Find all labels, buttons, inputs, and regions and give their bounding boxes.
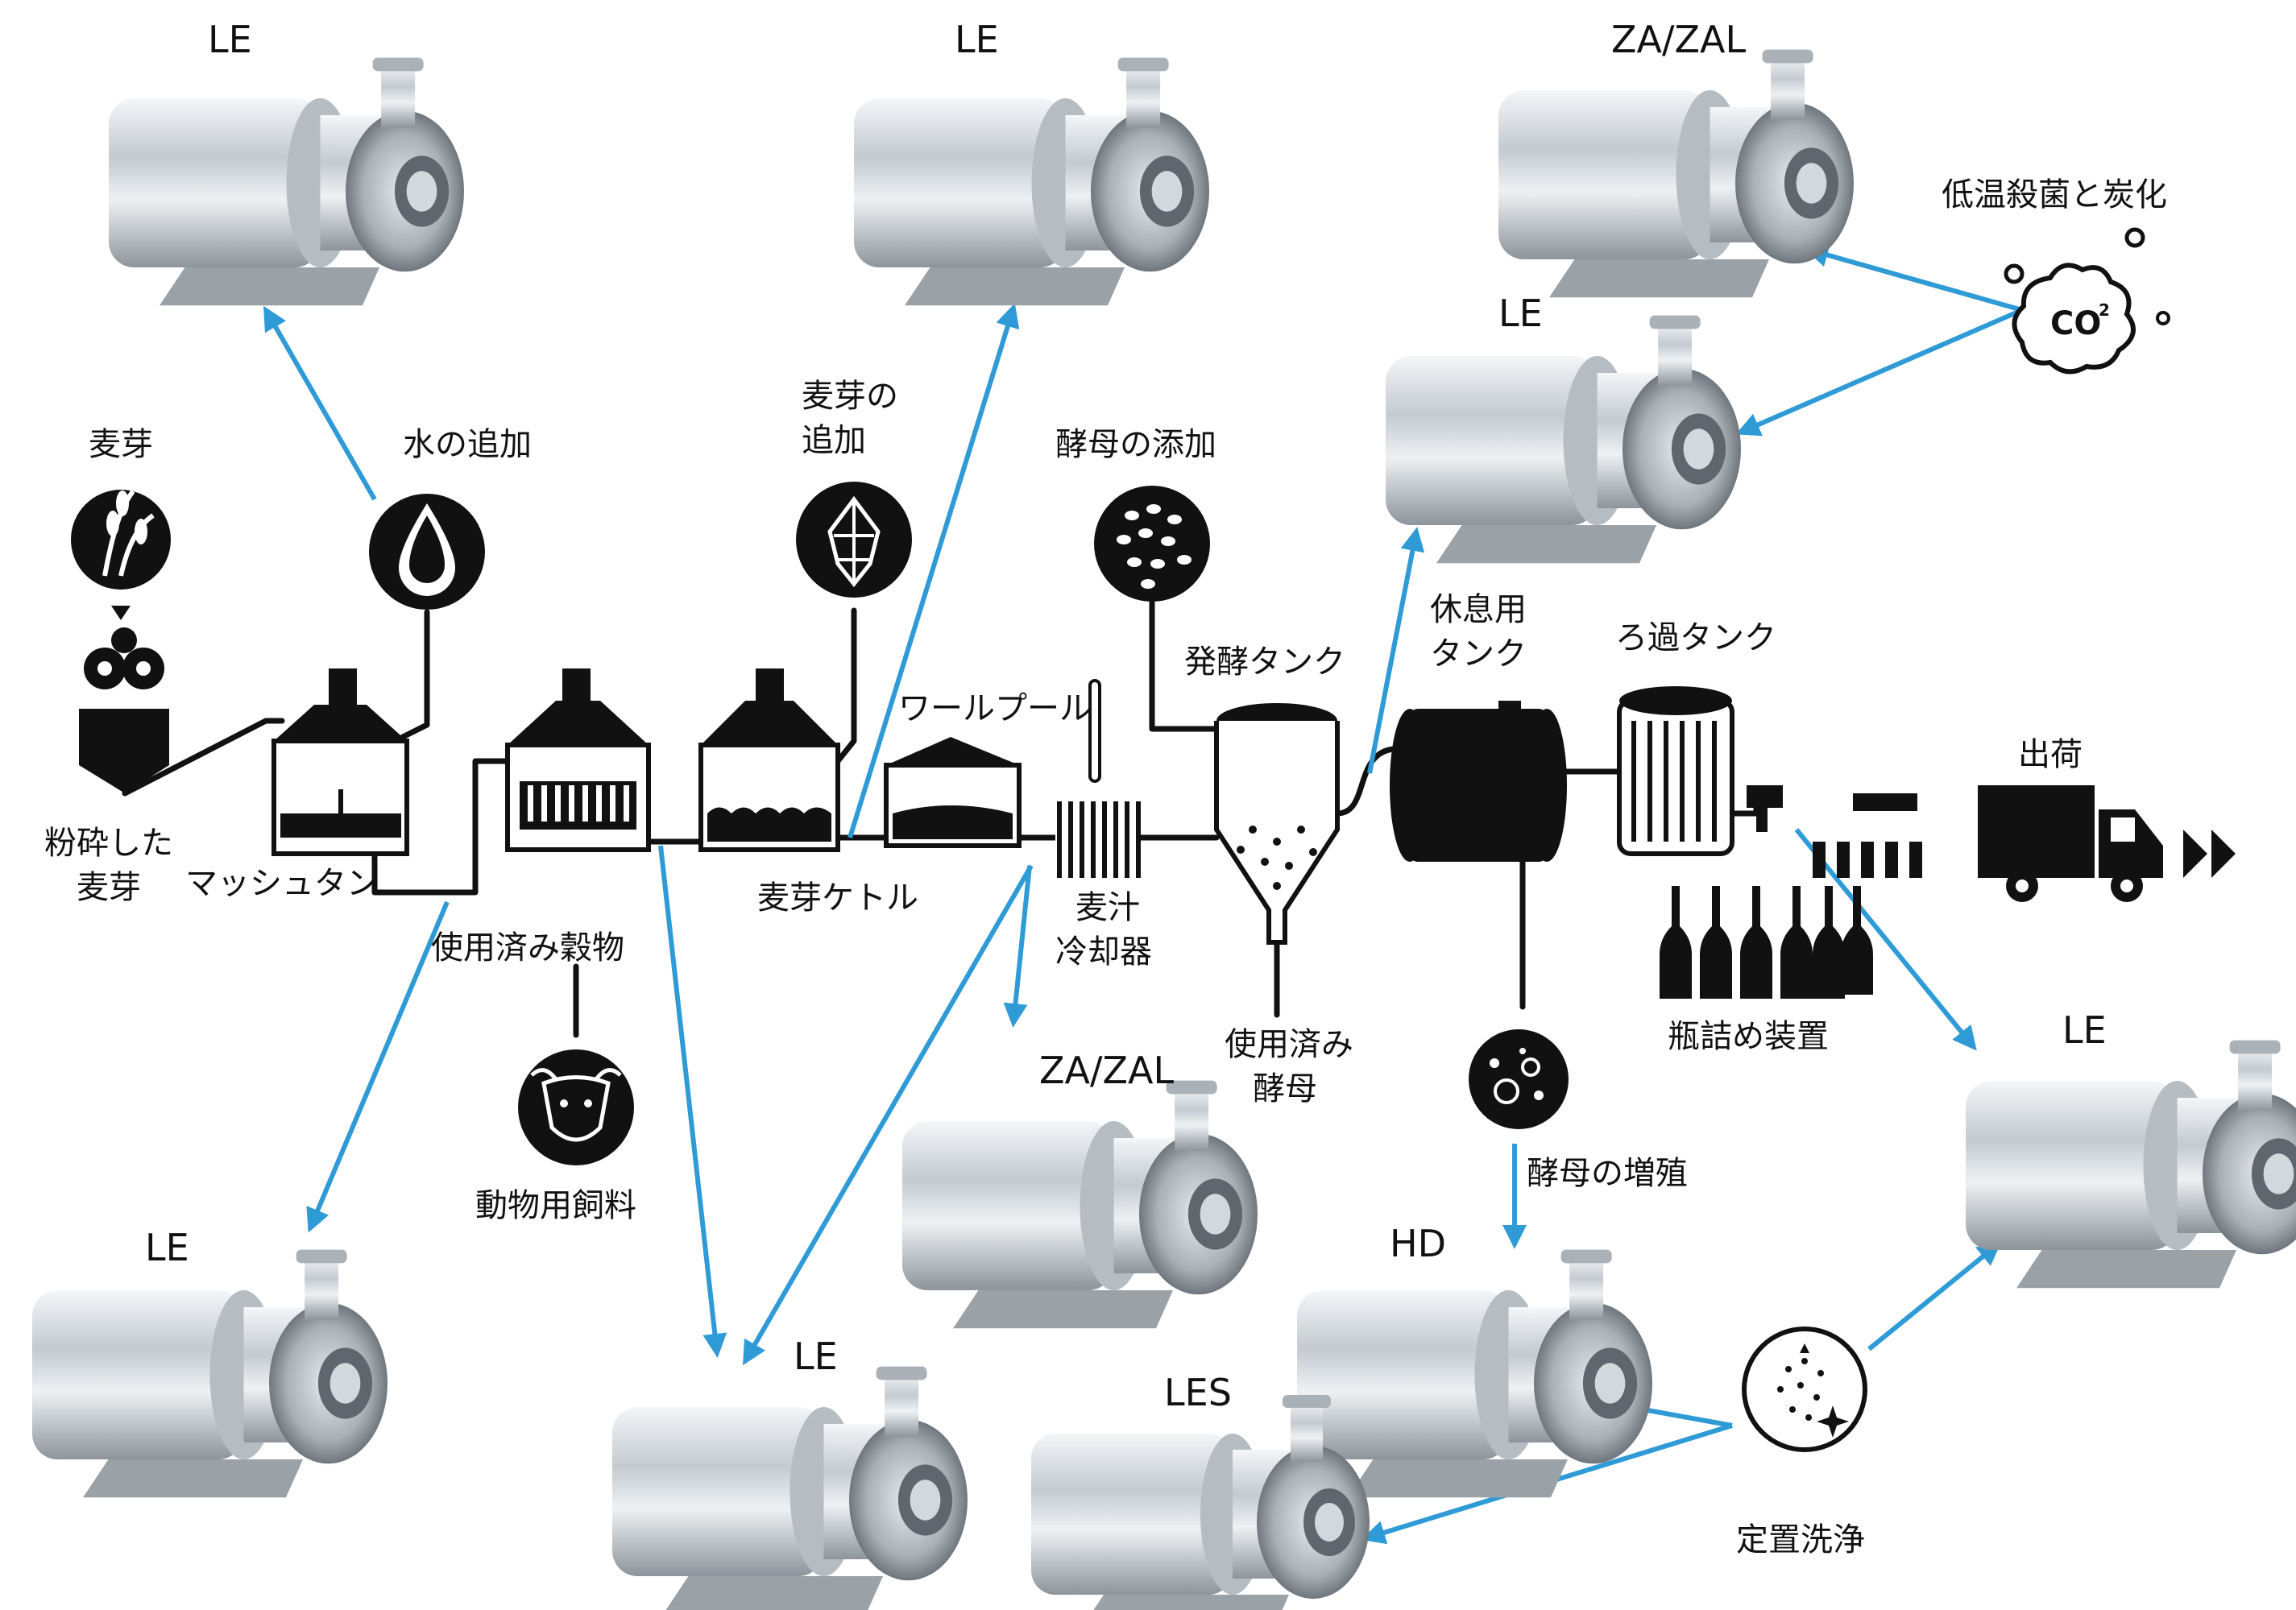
thermometer-icon: [1088, 679, 1101, 783]
lauter-tun: [505, 668, 651, 852]
propagation-label: 酵母の増殖: [1527, 1155, 1688, 1192]
whirlpool: [884, 737, 1022, 848]
wheat-icon: [71, 490, 171, 590]
pump-label: LE: [1498, 292, 1543, 335]
kettle-label: 麦芽ケトル: [757, 879, 918, 917]
blue-arrows: [263, 243, 2024, 1545]
pump-label: ZA/ZAL: [1611, 18, 1746, 61]
co2-icon: CO 2: [2004, 227, 2170, 375]
rest-tank-label-1: 休息用: [1430, 591, 1527, 628]
pump-label: LE: [955, 18, 999, 61]
cip-sparkle-icon: [1742, 1326, 1867, 1452]
pump-label: ZA/ZAL: [1039, 1049, 1174, 1092]
pump-les: LES: [1031, 1371, 1370, 1610]
wort-kettle: [698, 668, 840, 852]
cooler-label-1: 麦汁: [1075, 889, 1140, 926]
pump-le-2: LE: [854, 18, 1209, 306]
pipe-hops: [835, 607, 857, 764]
pump-za-top: ZA/ZAL: [1498, 18, 1854, 298]
bull-icon: [518, 1049, 634, 1165]
pipe-mash-lauter: [371, 758, 511, 896]
svg-text:CO: CO: [2050, 305, 2101, 342]
wort-cooler: [1055, 801, 1141, 878]
bottle-icon: [1660, 793, 1922, 999]
pasteurize-label: 低温殺菌と炭化: [1942, 176, 2167, 213]
pump-za-mid: ZA/ZAL: [902, 1049, 1258, 1329]
pump-label: LE: [794, 1335, 838, 1378]
pipe-malt-mash: [122, 718, 285, 797]
mill-gears-icon: [84, 627, 164, 689]
yeast-icon: [1094, 486, 1210, 602]
yeast-add-label: 酵母の添加: [1055, 426, 1216, 463]
hops-label-1: 麦芽の: [802, 378, 898, 415]
cooler-label-2: 冷却器: [1055, 933, 1152, 971]
milled-malt-label-2: 麦芽: [77, 869, 141, 906]
triangle-down-icon: [111, 606, 131, 620]
animal-feed-label: 動物用飼料: [475, 1187, 636, 1224]
pump-label: LE: [2062, 1008, 2107, 1052]
water-drop-icon: [369, 494, 485, 610]
mash-tun: [271, 668, 409, 856]
pump-le-right: LE: [1966, 1008, 2296, 1289]
pipe-yeast: [1149, 599, 1220, 732]
yeast-propagation-icon: [1469, 1029, 1569, 1129]
bottling-tap-icon: [1747, 785, 1783, 832]
fermentation-label: 発酵タンク: [1184, 644, 1345, 681]
hop-icon: [796, 482, 912, 598]
shipping-label: 出荷: [2018, 736, 2083, 773]
forward-arrows-icon: [2183, 830, 2236, 878]
water-label: 水の追加: [403, 426, 532, 463]
pump-le-bottom-left: LE: [32, 1226, 388, 1498]
spent-yeast-label-1: 使用済み: [1225, 1026, 1353, 1063]
pipe-ferment-rest: [1334, 746, 1397, 817]
hops-label-2: 追加: [802, 422, 866, 459]
mash-tun-label: マッシュタン: [185, 865, 379, 902]
pump-hd: HD: [1297, 1222, 1652, 1498]
pump-label: LES: [1164, 1371, 1232, 1414]
pump-le-1: LE: [109, 18, 464, 306]
rest-tank: [1390, 701, 1567, 862]
pump-le-bottom-mid: LE: [612, 1335, 968, 1610]
pump-label: LE: [145, 1226, 189, 1269]
milled-malt-label: 粉砕した: [44, 825, 173, 862]
fermentation-tank: [1214, 703, 1340, 945]
mill-hopper: [79, 709, 169, 793]
pump-label: HD: [1390, 1222, 1446, 1265]
whirlpool-label: ワールプール: [898, 690, 1092, 727]
cip-label: 定置洗浄: [1736, 1521, 1865, 1558]
spent-grain-label: 使用済み穀物: [431, 929, 624, 966]
filter-tank-label: ろ過タンク: [1615, 619, 1776, 656]
svg-text:2: 2: [2099, 300, 2110, 320]
truck-icon: [1978, 785, 2163, 902]
bottling-label: 瓶詰め装置: [1668, 1018, 1829, 1055]
pump-le-3: LE: [1386, 292, 1741, 564]
malt-label: 麦芽: [89, 426, 153, 463]
rest-tank-label-2: タンク: [1430, 635, 1527, 673]
pipe-water: [400, 609, 430, 740]
spent-yeast-label-2: 酵母: [1253, 1070, 1317, 1107]
pump-label: LE: [208, 18, 252, 61]
filter-tank: [1617, 686, 1734, 856]
